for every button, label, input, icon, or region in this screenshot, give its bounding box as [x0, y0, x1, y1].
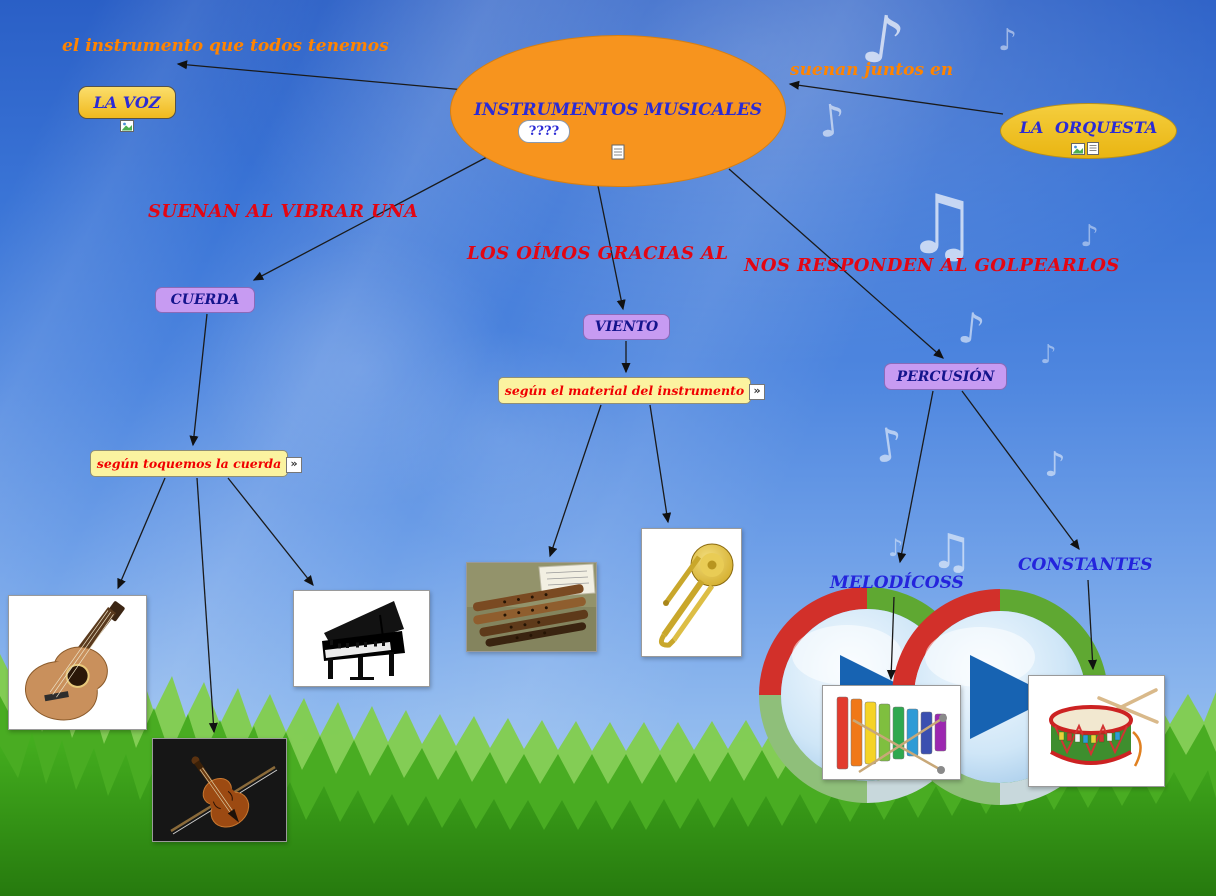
xylophone-image[interactable] [822, 685, 961, 780]
music-note-decoration: ♫ [930, 524, 974, 580]
note-cuerda[interactable]: según toquemos la cuerda » [90, 450, 302, 477]
note-viento-text: según el material del instrumento [504, 383, 745, 398]
node-label-melodicos: MELODÍCOSS [830, 573, 964, 593]
central-topic-title: INSTRUMENTOS MUSICALES [473, 100, 763, 120]
expand-icon[interactable]: » [749, 384, 765, 400]
guitar-image[interactable] [8, 595, 147, 730]
document-icon[interactable] [611, 144, 625, 160]
node-cuerda[interactable]: CUERDA [155, 287, 255, 313]
music-note-decoration: ♫ [905, 178, 979, 273]
music-note-decoration: ♪ [1080, 219, 1100, 254]
edge-label-cuerda: SUENAN AL VIBRAR UNA [148, 201, 419, 222]
music-note-decoration: ♪ [1044, 445, 1066, 485]
image-icon[interactable] [120, 120, 134, 132]
flutes-image[interactable] [466, 562, 597, 652]
node-la-orquesta-label: LA ORQUESTA [1019, 118, 1158, 137]
central-topic-link-badge[interactable]: ???? [518, 120, 570, 143]
piano-image[interactable] [293, 590, 430, 687]
image-icon[interactable] [1071, 142, 1085, 155]
music-note-decoration: ♪ [998, 23, 1018, 58]
grass-decoration [0, 642, 1216, 896]
note-cuerda-text: según toquemos la cuerda [96, 456, 282, 471]
violin-image[interactable] [152, 738, 287, 842]
trombone-image[interactable] [641, 528, 742, 657]
edge-label-percusion: NOS RESPONDEN AL GOLPEARLOS [744, 255, 1120, 276]
note-viento[interactable]: según el material del instrumento » [498, 377, 765, 404]
edge-label-voz: el instrumento que todos tenemos [62, 36, 389, 56]
node-percusion[interactable]: PERCUSIÓN [884, 363, 1007, 390]
expand-icon[interactable]: » [286, 457, 302, 473]
node-la-orquesta[interactable]: LA ORQUESTA [1000, 103, 1177, 159]
document-icon[interactable] [1087, 142, 1099, 155]
edge-label-orquesta: suenan juntos en [790, 60, 954, 80]
drum-image[interactable] [1028, 675, 1165, 787]
node-label-constantes: CONSTANTES [1018, 555, 1153, 575]
music-note-decoration: ♪ [1040, 340, 1057, 370]
edge-label-viento: LOS OÍMOS GRACIAS AL [467, 243, 729, 264]
node-viento[interactable]: VIENTO [583, 314, 670, 340]
central-topic-node[interactable]: INSTRUMENTOS MUSICALES ???? [450, 35, 786, 187]
node-la-voz[interactable]: LA VOZ [78, 86, 176, 119]
